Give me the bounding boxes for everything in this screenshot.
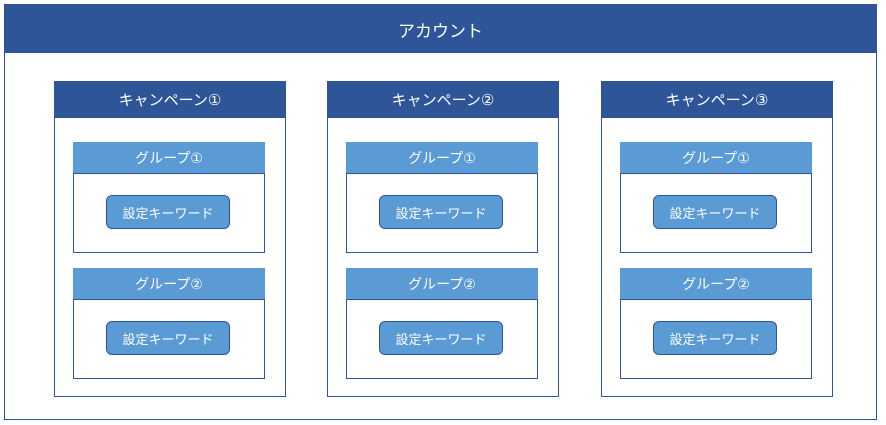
campaign-header-2: キャンペーン② bbox=[327, 81, 559, 118]
account-header: アカウント bbox=[5, 5, 876, 53]
keyword-box: 設定キーワード bbox=[653, 321, 777, 355]
group-header: グループ② bbox=[73, 268, 265, 300]
keyword-label: 設定キーワード bbox=[669, 206, 761, 222]
account-label: アカウント bbox=[398, 21, 483, 42]
campaign-label: キャンペーン③ bbox=[665, 91, 769, 109]
keyword-label: 設定キーワード bbox=[669, 332, 761, 348]
group-header: グループ① bbox=[620, 142, 812, 174]
keyword-box: 設定キーワード bbox=[653, 195, 777, 229]
campaign-label: キャンペーン① bbox=[118, 91, 222, 109]
campaign-box-3: キャンペーン③ グループ① 設定キーワード グループ② 設定キーワード bbox=[601, 81, 833, 397]
campaign-label: キャンペーン② bbox=[391, 91, 495, 109]
campaign-header-1: キャンペーン① bbox=[54, 81, 286, 118]
group-label: グループ① bbox=[408, 150, 476, 167]
keyword-label: 設定キーワード bbox=[122, 332, 214, 348]
group-label: グループ② bbox=[135, 276, 203, 293]
account-box: アカウント キャンペーン① グループ① 設定キーワード グループ② 設定キーワー… bbox=[4, 4, 877, 420]
group-header: グループ① bbox=[346, 142, 538, 174]
group-box-3-2: グループ② 設定キーワード bbox=[620, 268, 812, 379]
group-header: グループ② bbox=[620, 268, 812, 300]
keyword-box: 設定キーワード bbox=[106, 321, 230, 355]
keyword-label: 設定キーワード bbox=[122, 206, 214, 222]
keyword-box: 設定キーワード bbox=[379, 195, 503, 229]
campaign-header-3: キャンペーン③ bbox=[601, 81, 833, 118]
group-box-2-1: グループ① 設定キーワード bbox=[346, 142, 538, 253]
keyword-box: 設定キーワード bbox=[106, 195, 230, 229]
group-box-3-1: グループ① 設定キーワード bbox=[620, 142, 812, 253]
group-label: グループ① bbox=[135, 150, 203, 167]
group-label: グループ① bbox=[682, 150, 750, 167]
keyword-box: 設定キーワード bbox=[379, 321, 503, 355]
group-label: グループ② bbox=[682, 276, 750, 293]
group-box-1-1: グループ① 設定キーワード bbox=[73, 142, 265, 253]
group-header: グループ② bbox=[346, 268, 538, 300]
keyword-label: 設定キーワード bbox=[395, 206, 487, 222]
keyword-label: 設定キーワード bbox=[395, 332, 487, 348]
group-box-2-2: グループ② 設定キーワード bbox=[346, 268, 538, 379]
campaign-box-1: キャンペーン① グループ① 設定キーワード グループ② 設定キーワード bbox=[54, 81, 286, 397]
group-header: グループ① bbox=[73, 142, 265, 174]
campaign-box-2: キャンペーン② グループ① 設定キーワード グループ② 設定キーワード bbox=[327, 81, 559, 397]
group-box-1-2: グループ② 設定キーワード bbox=[73, 268, 265, 379]
group-label: グループ② bbox=[408, 276, 476, 293]
